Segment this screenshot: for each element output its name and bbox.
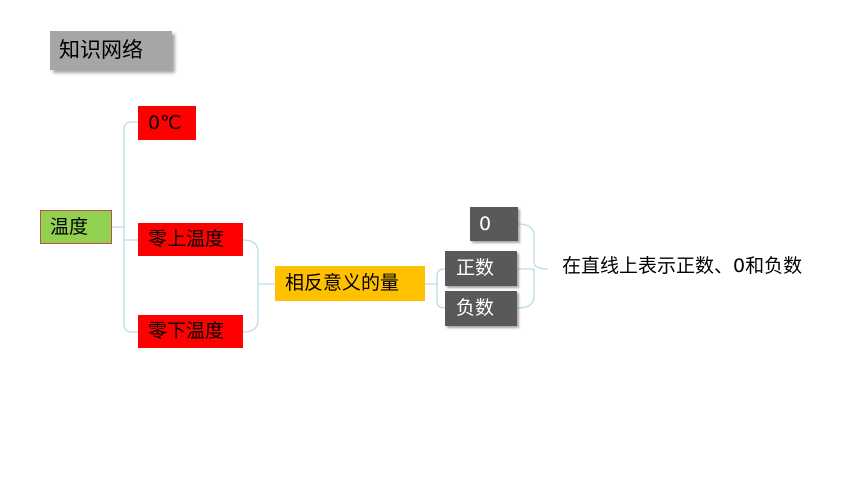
node-below-zero: 零下温度 bbox=[138, 315, 243, 348]
node-zero: 0 bbox=[470, 207, 518, 241]
page-title: 知识网络 bbox=[50, 31, 172, 70]
node-positive: 正数 bbox=[445, 251, 517, 286]
node-negative: 负数 bbox=[445, 291, 517, 326]
connector-opposite bbox=[425, 268, 446, 309]
node-above-zero: 零上温度 bbox=[138, 223, 243, 256]
connector-to-number-line bbox=[517, 223, 549, 309]
node-zero-celsius: 0℃ bbox=[138, 106, 196, 140]
connector-above-below bbox=[242, 239, 275, 333]
node-opposite-quantities: 相反意义的量 bbox=[275, 266, 425, 301]
node-wendu: 温度 bbox=[40, 210, 112, 244]
connector-wendu bbox=[112, 121, 138, 333]
node-number-line: 在直线上表示正数、0和负数 bbox=[562, 255, 803, 277]
